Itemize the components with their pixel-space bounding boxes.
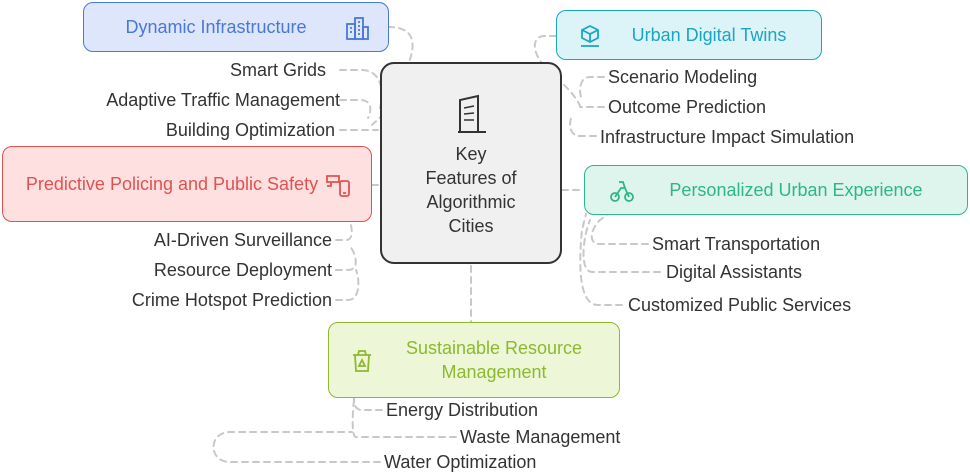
connector-scenario [579,76,605,101]
leaf-scenario-modeling: Scenario Modeling [608,67,758,87]
connector-surveillance [335,221,353,241]
branch-predictive-policing[interactable]: Predictive Policing and Public Safety [2,146,372,222]
connector-deployment [335,245,357,271]
branch-dynamic-infrastructure[interactable]: Dynamic Infrastructure [83,2,389,52]
center-title: Key Features of Algorithmic Cities [425,144,517,236]
branch-label: Personalized Urban Experience [669,180,923,200]
recycle-bin-icon [353,350,371,372]
leaf-adaptive-traffic: Adaptive Traffic Management [106,90,340,110]
document-icon [458,94,486,133]
leaf-smart-grids: Smart Grids [229,60,326,80]
connector-energy [353,395,383,411]
connector-infra-impact [569,114,597,137]
leaf-building-optimization: Building Optimization [165,120,335,140]
leaf-digital-assistants: Digital Assistants [666,262,803,282]
branch-label: Predictive Policing and Public Safety [25,174,319,194]
connector-smart-grids [339,69,383,109]
camera-phone-icon [326,175,350,197]
leaf-waste-management: Waste Management [460,427,621,447]
leaf-customized-services: Customized Public Services [628,295,852,315]
leaf-resource-deployment: Resource Deployment [153,260,332,280]
leaf-smart-transportation: Smart Transportation [652,234,821,254]
connector-adaptive-traffic [339,99,372,119]
connector-customized-services [579,213,623,306]
branch-urban-digital-twins[interactable]: Urban Digital Twins [556,10,822,60]
branch-sustainable-resources[interactable]: Sustainable Resource Management [328,322,620,398]
branch-label: Urban Digital Twins [631,25,787,45]
buildings-icon [346,17,369,40]
center-node[interactable]: Key Features of Algorithmic Cities [380,62,562,264]
leaf-crime-hotspot: Crime Hotspot Prediction [131,290,332,310]
leaf-outcome-prediction: Outcome Prediction [608,97,767,117]
leaf-water-optimization: Water Optimization [384,452,537,472]
hologram-icon [581,24,599,47]
leaf-infrastructure-impact: Infrastructure Impact Simulation [600,127,855,147]
leaf-energy-distribution: Energy Distribution [386,400,539,420]
connector-water [212,431,381,463]
branch-label: Dynamic Infrastructure [125,17,307,37]
branch-label: Sustainable Resource Management [405,338,583,382]
branch-personalized-experience[interactable]: Personalized Urban Experience [584,165,968,215]
connector-smart-transport [590,213,649,245]
leaf-ai-surveillance: AI-Driven Surveillance [153,230,332,250]
connector-hotspot [335,269,360,301]
connector-digital-assistants [582,219,661,273]
connector-waste [351,399,457,438]
scooter-icon [610,181,634,202]
connector-dynamic-center [371,26,414,126]
